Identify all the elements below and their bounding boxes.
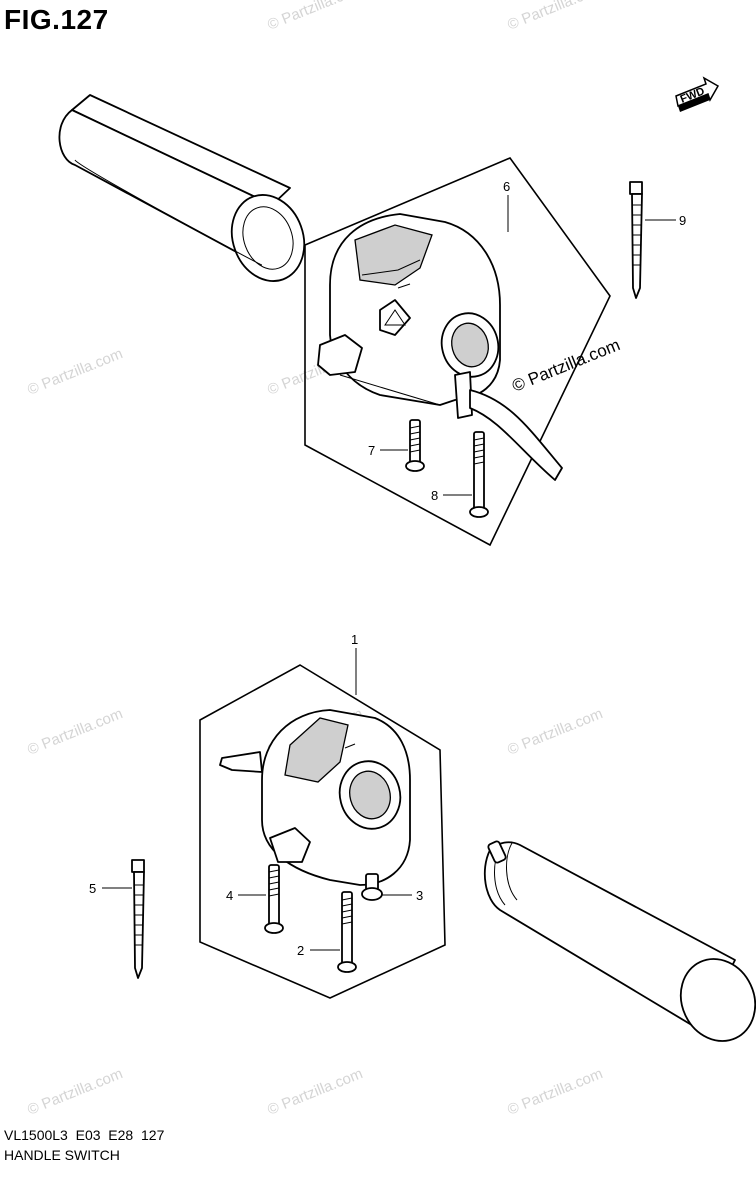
right-handle-switch-1: [219, 709, 411, 886]
watermark-text: © Partzilla.com: [505, 705, 605, 759]
screw-2: [337, 891, 357, 973]
callout-3: 3: [416, 888, 423, 903]
screw-7: [405, 419, 425, 472]
screw-8: [469, 431, 489, 518]
watermark-text: © Partzilla.com: [265, 0, 365, 34]
callout-5: 5: [89, 881, 96, 896]
cable-tie-9: [629, 181, 643, 299]
right-handlebar-grip: [483, 840, 756, 1042]
screw-4: [264, 864, 284, 934]
assembly-frame-6: [304, 157, 611, 547]
watermark-text: © Partzilla.com: [25, 705, 125, 759]
watermark-text: © Partzilla.com: [505, 0, 605, 34]
assembly-frame-1: [199, 664, 446, 999]
section-name: HANDLE SWITCH: [4, 1147, 120, 1163]
watermark-text: © Partzilla.com: [265, 1065, 365, 1119]
cable-tie-5: [131, 859, 145, 979]
callout-6: 6: [503, 179, 510, 194]
callout-1: 1: [351, 632, 358, 647]
watermark-text: © Partzilla.com: [25, 345, 125, 399]
left-handlebar-grip: [58, 94, 306, 282]
callout-8: 8: [431, 488, 438, 503]
left-handle-switch-6: [317, 213, 563, 481]
callout-4: 4: [226, 888, 233, 903]
fwd-arrow-icon: FWD: [675, 76, 720, 112]
model-line: VL1500L3 E03 E28 127: [4, 1127, 165, 1143]
watermark-text: © Partzilla.com: [505, 1065, 605, 1119]
figure-title: FIG.127: [4, 4, 109, 35]
callout-2: 2: [297, 943, 304, 958]
diagram-footer: VL1500L3 E03 E28 127 HANDLE SWITCH: [4, 1125, 164, 1165]
screw-3: [361, 873, 383, 901]
callout-9: 9: [679, 213, 686, 228]
watermark-text: © Partzilla.com: [25, 1065, 125, 1119]
callout-7: 7: [368, 443, 375, 458]
